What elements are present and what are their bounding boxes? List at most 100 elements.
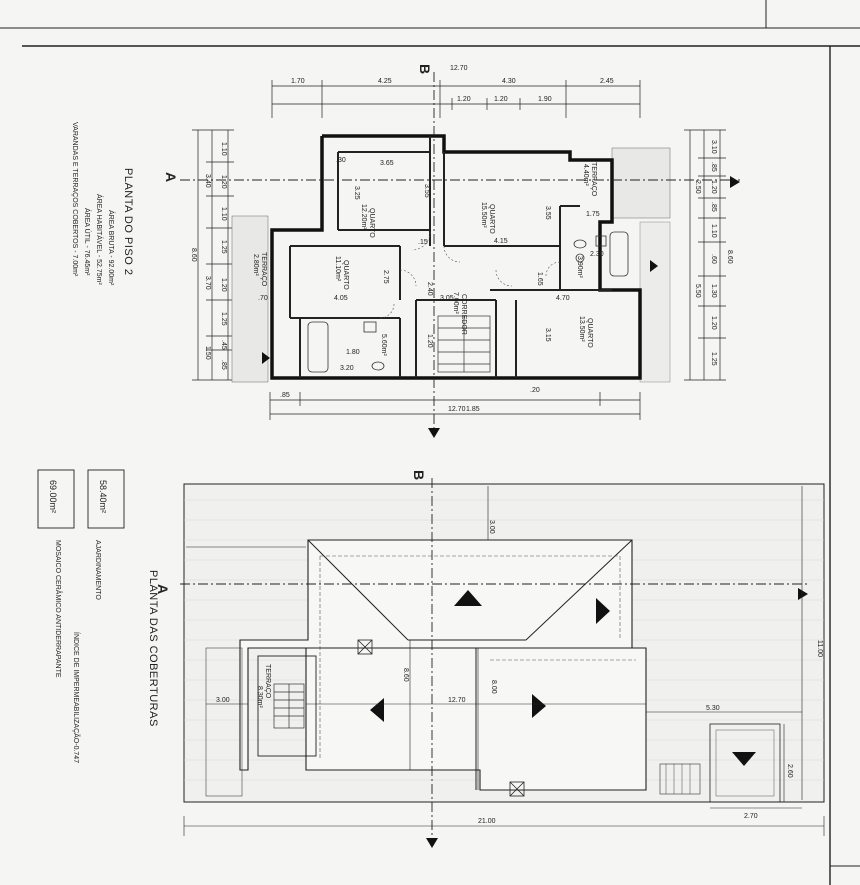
steps-right-lines bbox=[665, 764, 691, 794]
inner-dim-11: 4.70 bbox=[556, 295, 570, 302]
dim-bottom-total: 12.70 bbox=[448, 406, 466, 413]
right-dimension-chain bbox=[684, 129, 726, 381]
bathtub-1 bbox=[307, 321, 329, 373]
dim-right-2: .85 bbox=[710, 162, 717, 172]
inner-dim-1: 3.65 bbox=[380, 160, 394, 167]
inner-dim-7: 2.30 bbox=[590, 251, 604, 258]
room-corredor-name: CORREDOR bbox=[460, 294, 467, 335]
dim-top-4: 2.45 bbox=[600, 78, 614, 85]
north-arrow-left bbox=[262, 352, 270, 364]
dim-right-3: 1.20 bbox=[710, 180, 717, 194]
dim-top-2: 4.25 bbox=[378, 78, 392, 85]
room-quarto-3-area: 11.10m² bbox=[334, 256, 341, 282]
room-quarto-2-name: QUARTO bbox=[488, 204, 495, 234]
room-terraco-1-area: 4.40m² bbox=[582, 164, 589, 186]
section-b-label-roof: B bbox=[411, 470, 427, 480]
dim-right-6: .60 bbox=[710, 254, 717, 264]
roof-dim-5: 8.00 bbox=[490, 680, 497, 694]
roof-dim-4: 12.70 bbox=[448, 697, 466, 704]
legend-box-a bbox=[87, 469, 125, 529]
room-wc-2-area: 5.60m² bbox=[380, 334, 387, 356]
roof-terrace-name: TERRAÇO bbox=[264, 664, 271, 699]
sink-1 bbox=[363, 321, 377, 333]
room-quarto-2-area: 15.50m² bbox=[480, 202, 487, 228]
roof-index: ÍNDICE DE IMPERMEABILIZAÇÃO-0.747 bbox=[72, 632, 81, 763]
section-lines-roof bbox=[180, 478, 810, 840]
roof-dimension-lines bbox=[183, 486, 825, 836]
room-terraco-1-name: TERRAÇO bbox=[590, 162, 597, 197]
toilet-1 bbox=[371, 361, 385, 371]
inner-dim-8: 2.75 bbox=[382, 270, 389, 284]
dim-right-4: .85 bbox=[710, 202, 717, 212]
slope-arrow-4 bbox=[532, 694, 546, 718]
area-line-2: ÁREA HABITÁVEL - 52.75m² bbox=[95, 194, 104, 285]
inner-dim-5: 3.55 bbox=[544, 206, 551, 220]
dim-right-10: 2.50 bbox=[694, 180, 701, 194]
inner-dim-18: 1.65 bbox=[536, 272, 543, 286]
section-lines-floor bbox=[180, 72, 740, 430]
inner-dim-9: 4.05 bbox=[334, 295, 348, 302]
area-line-3: ÁREA ÚTIL - 76.45m² bbox=[83, 208, 92, 276]
bidet-2 bbox=[575, 253, 585, 263]
dim-top-7: 1.90 bbox=[538, 96, 552, 103]
top-dimension-chain bbox=[271, 80, 641, 118]
dim-right-11: 8.60 bbox=[726, 250, 733, 264]
north-arrow-right bbox=[650, 260, 658, 272]
room-quarto-4-name: QUARTO bbox=[586, 318, 593, 348]
section-a-label-roof: A bbox=[155, 584, 171, 594]
dim-left-3: 1.10 bbox=[220, 207, 227, 221]
roof-plan-title: PLANTA DAS COBERTURAS bbox=[147, 570, 159, 727]
dim-right-12: 5.50 bbox=[694, 284, 701, 298]
legend-a-area: 58.40m² bbox=[98, 480, 108, 513]
roof-dim-2: 11.00 bbox=[816, 640, 823, 657]
area-line-1: ÁREA BRUTA - 92.00m² bbox=[107, 210, 116, 286]
dim-left-1: 1.10 bbox=[220, 142, 227, 156]
dim-top-6: 1.20 bbox=[494, 96, 508, 103]
steps-right bbox=[659, 763, 701, 795]
floor-plan-title-block: PLANTA DO PISO 2 ÁREA BRUTA - 92.00m² ÁR… bbox=[71, 122, 134, 286]
area-line-4: VARANDAS E TERRAÇOS COBERTOS - 7.00m² bbox=[71, 122, 78, 277]
section-a-arrow-right bbox=[730, 176, 740, 188]
inner-dim-19: .70 bbox=[258, 295, 268, 302]
roof-dim-10: 21.00 bbox=[478, 818, 496, 825]
room-wc-1-area: 3.90m² bbox=[576, 256, 583, 278]
room-quarto-1-name: QUARTO bbox=[368, 208, 375, 238]
roof-inner-dashed bbox=[319, 555, 636, 760]
balcony-strip-right bbox=[639, 221, 671, 383]
toilet-2 bbox=[573, 239, 587, 249]
inner-dim-15: .30 bbox=[336, 157, 346, 164]
legend-b-label: MOSAICO CERÂMICO ANTIDERRAPANTE bbox=[54, 540, 63, 678]
roof-dim-8: 2.60 bbox=[786, 764, 793, 778]
dim-top-5: 1.20 bbox=[457, 96, 471, 103]
dim-right-8: 1.20 bbox=[710, 316, 717, 330]
roof-plan: PLANTA DAS COBERTURAS ÍNDICE DE IMPERMEA… bbox=[37, 469, 825, 848]
dim-left-7: .45 bbox=[220, 340, 227, 350]
legend-a-label: AJARDINAMENTO bbox=[94, 540, 101, 600]
slope-arrow-5 bbox=[732, 752, 756, 766]
dim-left-10: 8.60 bbox=[190, 248, 197, 262]
room-quarto-4-area: 13.50m² bbox=[578, 316, 585, 342]
dim-bottom-1: .85 bbox=[280, 392, 290, 399]
inner-dim-2: 3.25 bbox=[353, 186, 360, 200]
room-quarto-1-area: 12.20m² bbox=[360, 204, 367, 230]
floor-plan: PLANTA DO PISO 2 ÁREA BRUTA - 92.00m² ÁR… bbox=[71, 64, 740, 438]
inner-dim-6: 1.75 bbox=[586, 211, 600, 218]
roof-dim-7: 5.30 bbox=[706, 705, 720, 712]
dim-left-4: 1.25 bbox=[220, 240, 227, 254]
inner-dim-12: 3.15 bbox=[544, 328, 551, 342]
section-a-arrow-roof bbox=[798, 588, 808, 600]
roof-ridges bbox=[306, 539, 646, 790]
exterior-walls bbox=[270, 134, 642, 380]
staircase bbox=[437, 315, 491, 373]
bathroom-fixtures bbox=[307, 231, 629, 373]
dim-left-8: .85 bbox=[220, 360, 227, 370]
roof-plan-title-block: PLANTA DAS COBERTURAS ÍNDICE DE IMPERMEA… bbox=[72, 570, 159, 763]
dim-top-1: 1.70 bbox=[291, 78, 305, 85]
inner-dim-14: 3.20 bbox=[340, 365, 354, 372]
roof-terrace bbox=[257, 655, 317, 757]
side-path-left bbox=[205, 647, 243, 797]
dim-top-3: 4.30 bbox=[502, 78, 516, 85]
slope-arrow-2 bbox=[596, 598, 610, 624]
